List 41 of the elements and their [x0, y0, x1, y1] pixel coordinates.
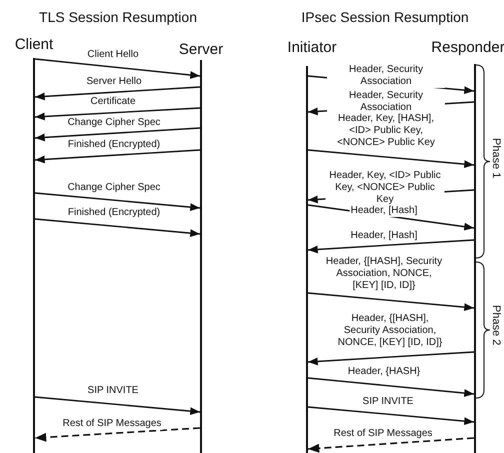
edge-label: Header, [Hash] [350, 230, 418, 242]
edge-label: Header, Security Association [327, 90, 445, 114]
message-arrow [34, 58, 200, 79]
message-arrow [34, 107, 200, 120]
participant-label: Responder [431, 39, 504, 56]
message-arrow [34, 192, 200, 212]
message-arrow [34, 218, 200, 238]
message-arrow [34, 86, 200, 100]
edge-label: Rest of SIP Messages [62, 418, 162, 430]
phase-label: Phase 2 [490, 305, 502, 346]
message-arrow [308, 351, 474, 366]
message-arrow [308, 377, 474, 397]
edge-label: Header, {[HASH], Security Association, NONCE, [KEY] [ID, ID]} [324, 256, 444, 292]
participant-label: Initiator [287, 39, 337, 56]
participant-label: Server [178, 41, 224, 58]
edge-label: Header, [Hash] [350, 205, 418, 217]
edge-label: Header, {HASH} [346, 366, 422, 378]
edge-label: Finished (Encrypted) [66, 139, 162, 151]
edge-label: Header, Key, <ID> Public Key, <NONCE> Public Key [326, 170, 444, 206]
section-title: TLS Session Resumption [39, 9, 197, 25]
message-arrow [34, 427, 200, 442]
lifeline [33, 58, 35, 453]
section-title: IPsec Session Resumption [301, 9, 469, 25]
edge-label: Change Cipher Spec [66, 182, 162, 194]
edge-label: Rest of SIP Messages [332, 428, 434, 440]
message-arrow [34, 149, 200, 164]
message-arrow [308, 239, 474, 254]
lifeline [306, 66, 308, 453]
lifeline [474, 64, 476, 453]
edge-label: Header, Security Association [327, 64, 445, 88]
edge-label: Finished (Encrypted) [66, 207, 162, 219]
edge-label: Change Cipher Spec [66, 117, 162, 129]
lifeline [200, 60, 202, 453]
message-arrow [308, 437, 474, 453]
message-arrow [308, 292, 474, 312]
participant-label: Client [14, 36, 54, 53]
message-arrow [34, 396, 200, 416]
message-arrow [34, 127, 200, 142]
message-arrow [308, 149, 474, 168]
message-arrow [308, 406, 474, 426]
phase-label: Phase 1 [490, 138, 502, 178]
